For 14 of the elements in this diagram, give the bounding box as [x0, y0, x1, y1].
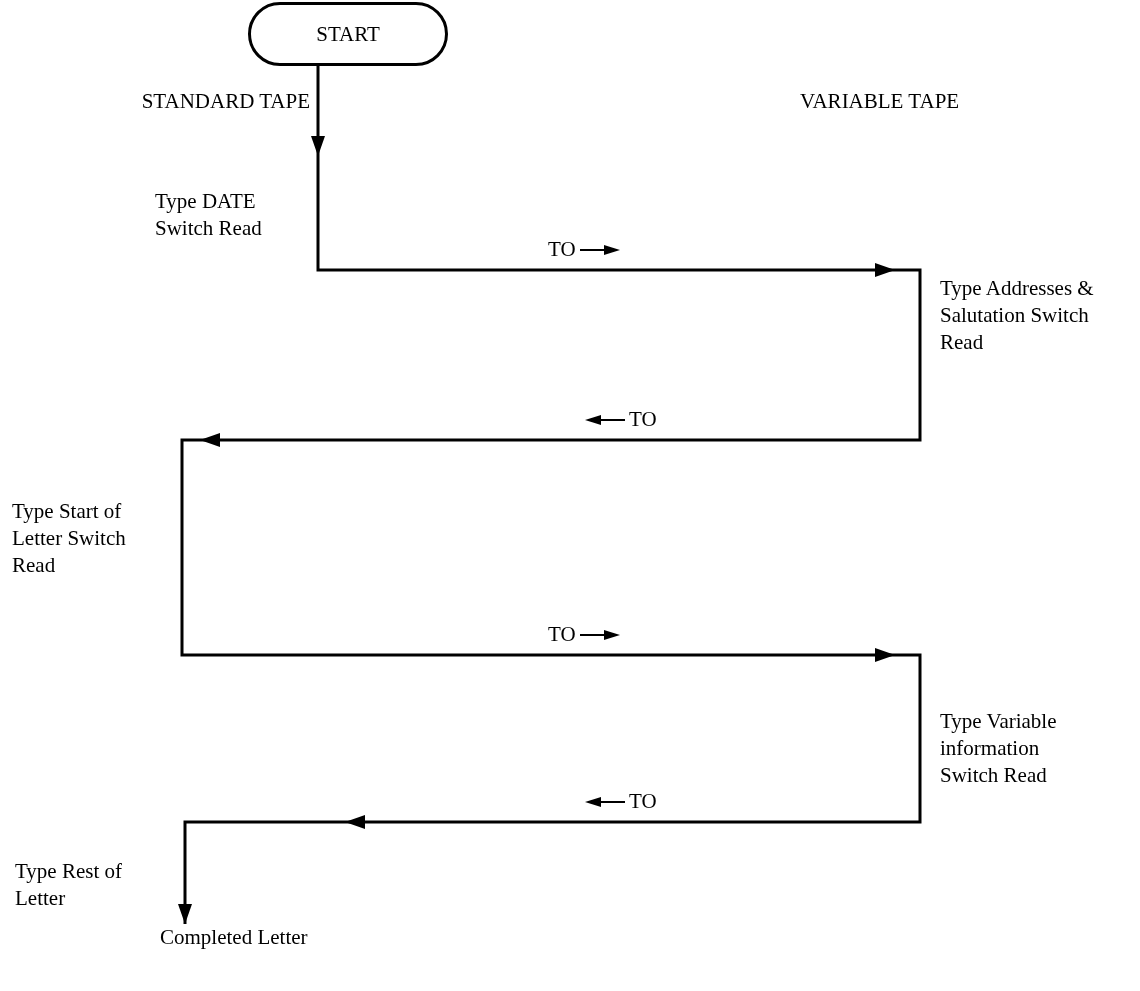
direction-label: TO [629, 788, 657, 815]
direction-label: TO [548, 621, 576, 648]
column-heading: VARIABLE TAPE [800, 88, 961, 115]
end-text: Completed Letter [160, 924, 330, 951]
direction-label: TO [629, 406, 657, 433]
column-heading: STANDARD TAPE [140, 88, 310, 115]
step-text: Type Addresses & Salutation Switch Read [940, 275, 1095, 356]
step-text: Type Variable information Switch Read [940, 708, 1058, 789]
step-text: Type DATE Switch Read [155, 188, 263, 242]
step-text: Type Start of Letter Switch Read [12, 498, 127, 579]
start-terminal: START [248, 2, 448, 66]
direction-label: TO [548, 236, 576, 263]
step-text: Type Rest of Letter [15, 858, 123, 912]
flow-arrow [178, 66, 922, 924]
